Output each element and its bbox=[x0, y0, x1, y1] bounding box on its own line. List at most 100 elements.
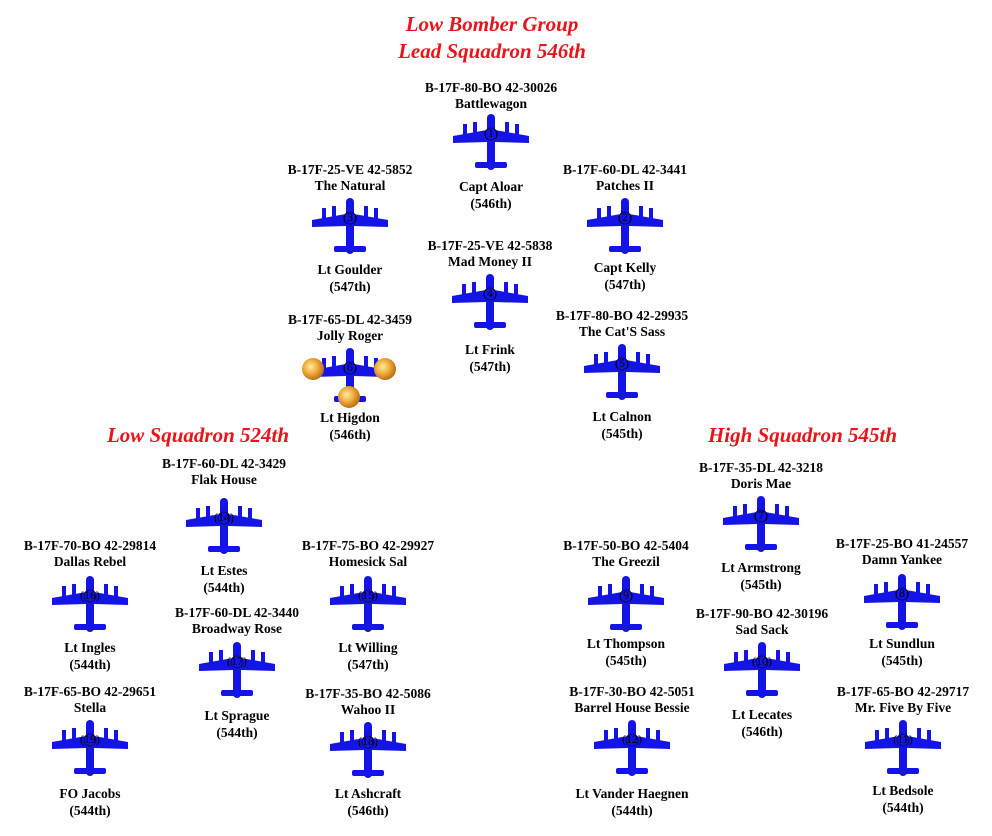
pilot-info: Lt Thompson(545th) bbox=[536, 635, 716, 669]
low-squadron-title: Low Squadron 524th bbox=[106, 423, 290, 447]
aircraft-serial: B-17F-25-VE 42-5852 bbox=[287, 162, 413, 177]
pilot-squadron: (544th) bbox=[203, 580, 245, 595]
b17-plane-icon: (8) bbox=[862, 572, 942, 632]
formation-position: (10) bbox=[752, 654, 772, 668]
pilot-squadron: (547th) bbox=[469, 359, 511, 374]
formation-position: (7) bbox=[754, 508, 768, 522]
b17-plane-icon: (6) bbox=[302, 346, 396, 408]
formation-position: (5) bbox=[615, 356, 629, 370]
pilot-name: Lt Lecates bbox=[731, 707, 793, 722]
pilot-name: Lt Frink bbox=[465, 342, 515, 357]
aircraft-name: Mad Money II bbox=[448, 254, 532, 269]
pilot-info: FO Jacobs(544th) bbox=[0, 785, 180, 819]
flak-burst-icon bbox=[302, 358, 324, 380]
formation-position: (4) bbox=[483, 286, 497, 300]
b17-plane-icon: (12) bbox=[592, 718, 672, 778]
pilot-squadron: (545th) bbox=[881, 653, 923, 668]
pilot-name: Lt Sundlun bbox=[869, 636, 935, 651]
pilot-info: Lt Estes(544th) bbox=[134, 562, 314, 596]
pilot-info: Lt Vander Haegnen(544th) bbox=[542, 785, 722, 819]
formation-position: (14) bbox=[214, 510, 234, 524]
pilot-name: Lt Goulder bbox=[317, 262, 383, 277]
pilot-info: Capt Kelly(547th) bbox=[535, 259, 715, 293]
aircraft-serial: B-17F-25-BO 41-24557 bbox=[835, 536, 969, 551]
pilot-name: Lt Bedsole bbox=[872, 783, 934, 798]
aircraft-serial: B-17F-60-DL 42-3440 bbox=[174, 605, 300, 620]
flak-burst-icon bbox=[338, 386, 360, 408]
aircraft-serial: B-17F-90-BO 42-30196 bbox=[695, 606, 829, 621]
b17-plane-icon: (1) bbox=[451, 112, 531, 172]
pilot-name: FO Jacobs bbox=[59, 786, 121, 801]
b17-plane-icon: (10) bbox=[722, 640, 802, 700]
formation-position: (9) bbox=[619, 588, 633, 602]
pilot-info: Lt Sprague (544th) bbox=[147, 707, 327, 741]
pilot-squadron: (544th) bbox=[216, 725, 258, 740]
formation-position: (2) bbox=[618, 210, 632, 224]
aircraft-serial: B-17F-75-BO 42-29927 bbox=[301, 538, 435, 553]
pilot-squadron: (544th) bbox=[882, 800, 924, 815]
formation-position: (8) bbox=[895, 586, 909, 600]
b17-plane-icon: (4) bbox=[450, 272, 530, 332]
aircraft-name: Homesick Sal bbox=[328, 554, 408, 569]
aircraft-serial: B-17F-65-BO 42-29651 bbox=[23, 684, 157, 699]
formation-position: (16) bbox=[80, 588, 100, 602]
formation-position: (12) bbox=[622, 732, 642, 746]
pilot-info: Lt Frink (547th) bbox=[400, 341, 580, 375]
formation-position: (19) bbox=[80, 732, 100, 746]
pilot-info: Capt Aloar(546th) bbox=[401, 178, 581, 212]
aircraft-name: Sad Sack bbox=[735, 622, 789, 637]
pilot-info: Lt Goulder(547th) bbox=[260, 261, 440, 295]
aircraft-serial: B-17F-50-BO 42-5404 bbox=[563, 538, 689, 553]
b17-plane-icon: (15) bbox=[328, 574, 408, 634]
pilot-squadron: (546th) bbox=[347, 803, 389, 818]
aircraft-name: Mr. Five By Five bbox=[854, 700, 952, 715]
pilot-info: Lt Willing(547th) bbox=[278, 639, 458, 673]
aircraft-serial: B-17F-25-VE 42-5838 bbox=[427, 238, 553, 253]
aircraft-serial: B-17F-80-BO 42-30026 bbox=[424, 80, 558, 95]
pilot-name: Lt Vander Haegnen bbox=[575, 786, 689, 801]
pilot-name: Lt Armstrong bbox=[721, 560, 801, 575]
pilot-squadron: (544th) bbox=[69, 657, 111, 672]
b17-plane-icon: (18) bbox=[328, 720, 408, 780]
b17-plane-icon: (14) bbox=[184, 496, 264, 556]
formation-position: (1) bbox=[484, 126, 498, 140]
aircraft-name: The Cat'S Sass bbox=[578, 324, 666, 339]
pilot-info: Lt Lecates (546th) bbox=[672, 706, 852, 740]
pilot-name: Lt Sprague bbox=[204, 708, 270, 723]
b17-plane-icon: (2) bbox=[585, 196, 665, 256]
aircraft-serial: B-17F-60-DL 42-3441 bbox=[562, 162, 688, 177]
aircraft-name: Doris Mae bbox=[730, 476, 792, 491]
pilot-info: Lt Sundlun (545th) bbox=[812, 635, 992, 669]
formation-position: (18) bbox=[358, 734, 378, 748]
pilot-info: Lt Calnon(545th) bbox=[532, 408, 712, 442]
b17-plane-icon: (5) bbox=[582, 342, 662, 402]
pilot-squadron: (546th) bbox=[741, 724, 783, 739]
b17-plane-icon: (3) bbox=[310, 196, 390, 256]
aircraft-serial: B-17F-60-DL 42-3429 bbox=[161, 456, 287, 471]
formation-position: (17) bbox=[227, 654, 247, 668]
aircraft-name: Barrel House Bessie bbox=[574, 700, 690, 715]
aircraft-serial: B-17F-35-DL 42-3218 bbox=[698, 460, 824, 475]
